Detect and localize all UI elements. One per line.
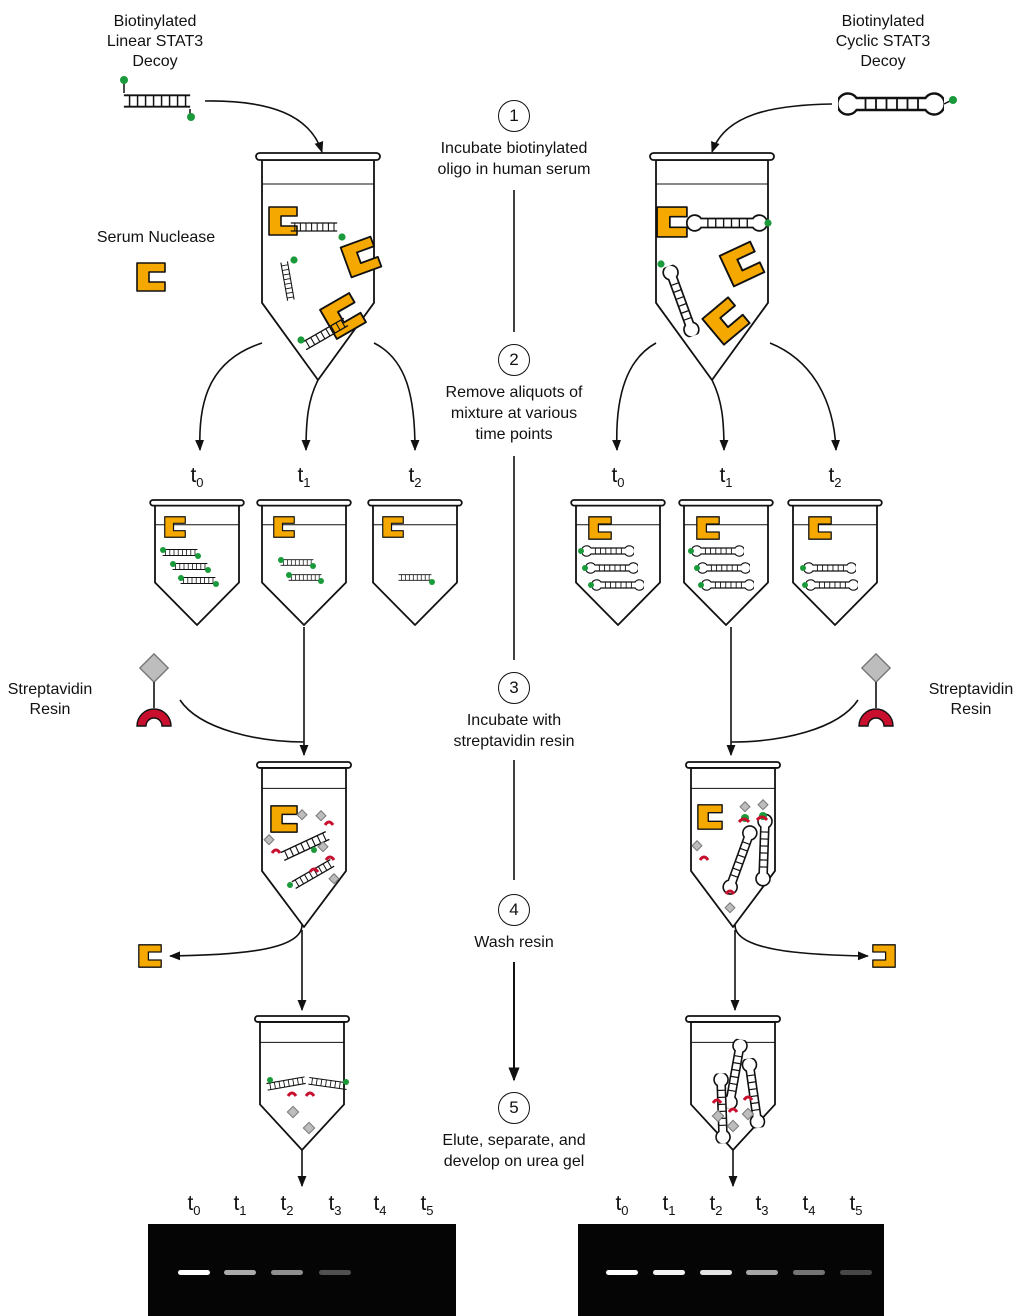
left-streptavidin-resin-icon	[136, 653, 172, 727]
right-serum-contents	[656, 206, 772, 346]
right-aliquot-tube-0	[570, 499, 666, 626]
right-aliquot-label-0: t0	[611, 464, 625, 491]
left-aliquot-contents	[160, 516, 435, 587]
left-eluted-contents	[265, 1076, 349, 1135]
right-gel-lane-label-5: t5	[849, 1192, 863, 1219]
left-aliquot-tube-1	[256, 499, 352, 626]
right-streptavidin-label: Streptavidin Resin	[928, 681, 1014, 718]
left-gel-lane-label-2: t2	[280, 1192, 294, 1219]
right-gel-band-0	[606, 1270, 638, 1275]
left-gel-lane-label-1: t1	[233, 1192, 247, 1219]
right-resin-contents	[691, 799, 774, 914]
left-resin-contents	[263, 805, 340, 890]
left-resin-tube	[255, 761, 352, 928]
left-aliquot-label-0: t0	[190, 464, 204, 491]
left-gel-band-1	[224, 1270, 256, 1275]
right-washed-nuclease-icon	[872, 944, 896, 968]
step-3-text: Incubate with streptavidin resin	[453, 712, 575, 750]
right-aliquot-tube-2	[787, 499, 883, 626]
right-gel-band-1	[653, 1270, 685, 1275]
left-gel-band-0	[178, 1270, 210, 1275]
left-gel-lane-label-4: t4	[373, 1192, 387, 1219]
right-gel-lane-label-0: t0	[615, 1192, 629, 1219]
step-3-marker: 3	[498, 672, 530, 704]
left-eluted-tube	[253, 1015, 350, 1151]
left-gel-lane-label-5: t5	[420, 1192, 434, 1219]
right-aliquot-label-1: t1	[719, 464, 733, 491]
right-gel-lane-label-2: t2	[709, 1192, 723, 1219]
step-4-marker: 4	[498, 894, 530, 926]
step-1-text: Incubate biotinylated oligo in human ser…	[437, 140, 591, 178]
right-eluted-contents	[711, 1038, 767, 1144]
right-aliquot-label-2: t2	[828, 464, 842, 491]
left-gel-band-2	[271, 1270, 303, 1275]
right-gel-lane-label-1: t1	[662, 1192, 676, 1219]
linear-decoy-icon	[120, 76, 195, 121]
serum-nuclease-label: Serum Nuclease	[96, 229, 216, 246]
step-5-marker: 5	[498, 1092, 530, 1124]
linear-decoy-label: Biotinylated Linear STAT3 Decoy	[106, 13, 204, 70]
left-aliquot-label-2: t2	[408, 464, 422, 491]
left-gel-lane-label-3: t3	[328, 1192, 342, 1219]
right-gel-band-2	[700, 1270, 732, 1275]
left-gel-band-3	[319, 1270, 351, 1275]
left-aliquot-label-1: t1	[297, 464, 311, 491]
right-gel-lane-label-3: t3	[755, 1192, 769, 1219]
step-2-text: Remove aliquots of mixture at various ti…	[445, 384, 583, 443]
left-serum-contents	[268, 206, 383, 351]
left-washed-nuclease-icon	[138, 944, 162, 968]
step-2-marker: 2	[498, 344, 530, 376]
left-gel-lane-label-0: t0	[187, 1192, 201, 1219]
right-gel-band-5	[840, 1270, 872, 1275]
right-aliquot-contents	[578, 516, 858, 591]
right-gel-lane-label-4: t4	[802, 1192, 816, 1219]
step-5-text: Elute, separate, and develop on urea gel	[442, 1132, 586, 1170]
step-1-marker: 1	[498, 100, 530, 132]
right-aliquot-tube-1	[678, 499, 774, 626]
right-gel-band-3	[746, 1270, 778, 1275]
right-streptavidin-resin-icon	[858, 653, 894, 727]
cyclic-decoy-label: Biotinylated Cyclic STAT3 Decoy	[835, 13, 931, 70]
left-streptavidin-label: Streptavidin Resin	[7, 681, 93, 718]
right-gel-band-4	[793, 1270, 825, 1275]
cyclic-decoy-icon	[838, 92, 957, 116]
step-4-text: Wash resin	[474, 934, 554, 951]
serum-nuclease-icon	[136, 262, 166, 292]
